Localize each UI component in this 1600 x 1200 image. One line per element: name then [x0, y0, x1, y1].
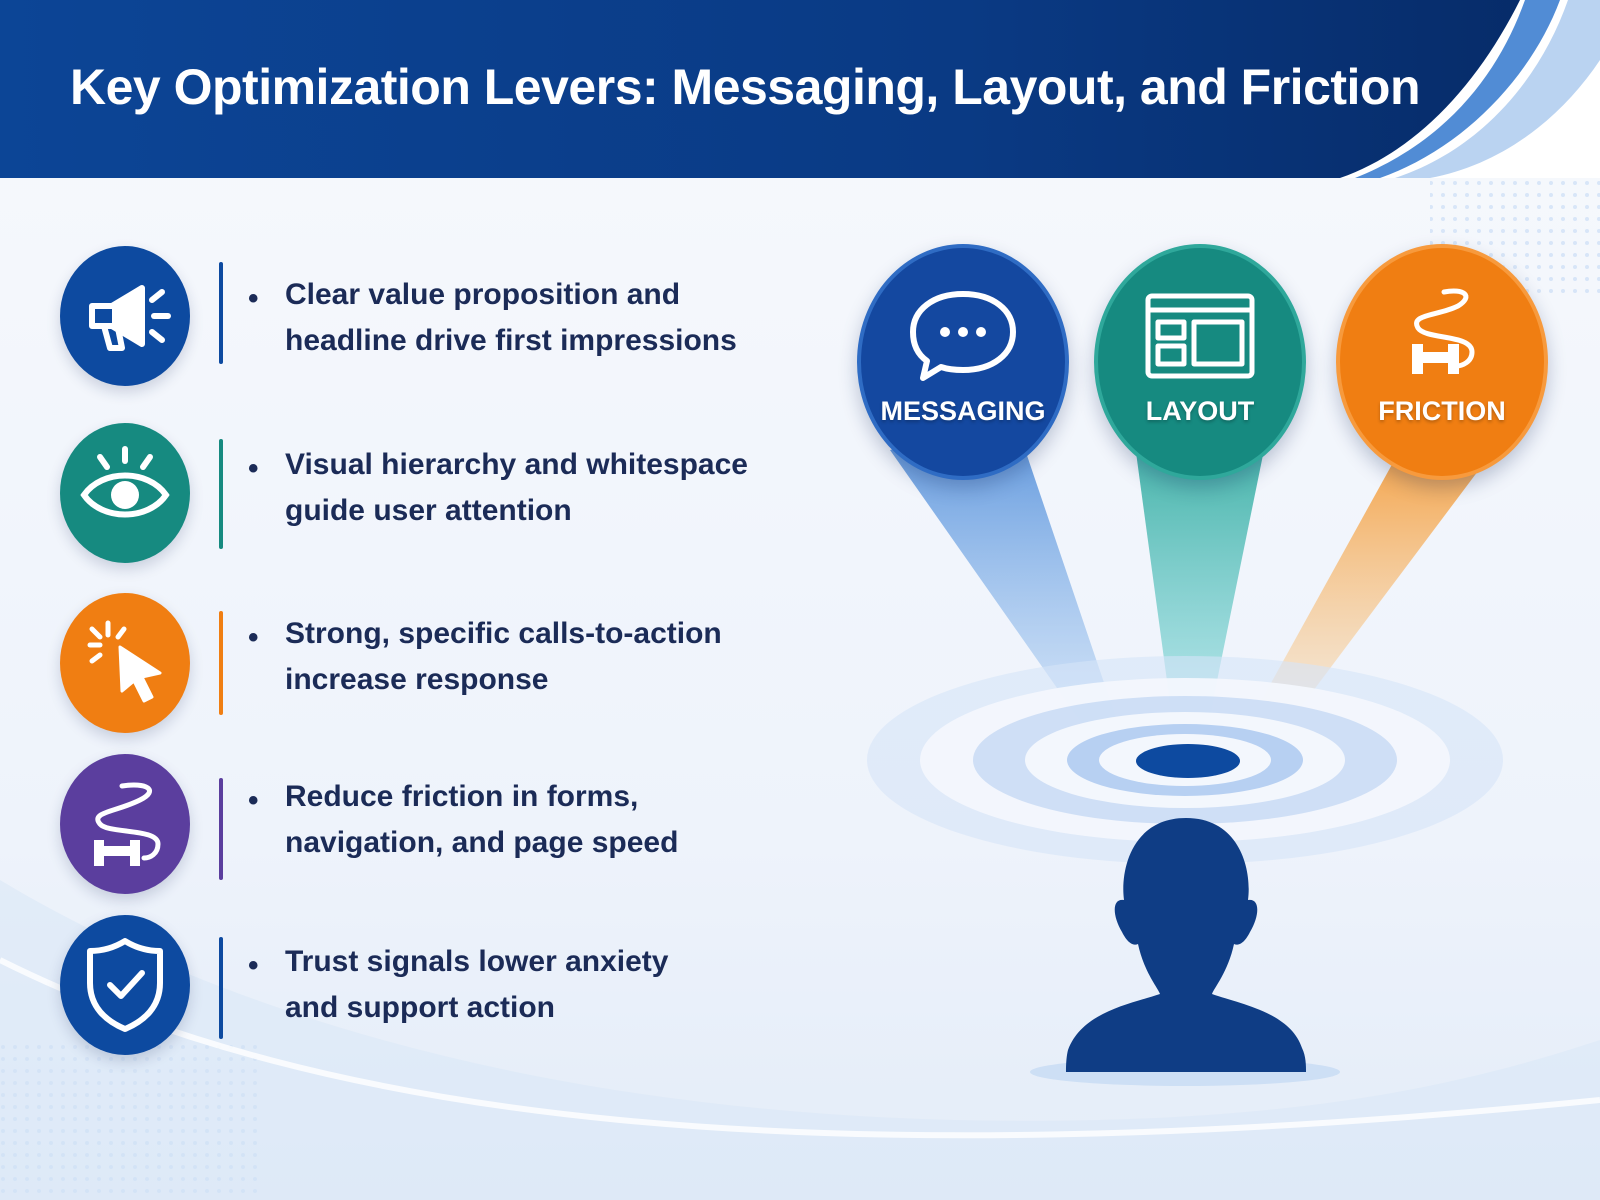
target-rings	[867, 656, 1503, 864]
messaging-beam	[890, 420, 1120, 735]
target-center	[1136, 744, 1240, 778]
bullet-marker: •	[248, 621, 259, 654]
lever-text: Clear value proposition and headline dri…	[285, 278, 737, 357]
lever-text: Trust signals lower anxiety and support …	[285, 945, 669, 1024]
user-silhouette-icon	[1030, 818, 1340, 1086]
bullet-marker: •	[248, 282, 259, 315]
bottom-swoosh	[0, 880, 1600, 1200]
header: Key Optimization Levers: Messaging, Layo…	[0, 0, 1600, 178]
node-label-messaging: MESSAGING	[880, 396, 1046, 426]
node-messaging: MESSAGING	[857, 244, 1069, 480]
friction-beam	[1245, 450, 1490, 735]
page-title: Key Optimization Levers: Messaging, Layo…	[70, 59, 1421, 115]
header-band	[0, 0, 1600, 178]
lever-item-messaging: • Clear value proposition and headline d…	[60, 246, 780, 396]
lever-divider	[219, 262, 223, 364]
bullet-marker: •	[248, 784, 259, 817]
lever-divider	[219, 937, 223, 1039]
bullet-marker: •	[248, 949, 259, 982]
lever-item-friction: • Reduce friction in forms, navigation, …	[60, 754, 780, 904]
lever-text: Reduce friction in forms, navigation, an…	[285, 780, 679, 859]
lever-text: Visual hierarchy and whitespace guide us…	[285, 448, 748, 527]
lever-item-visual-hierarchy: • Visual hierarchy and whitespace guide …	[60, 423, 780, 573]
shield-check-icon	[60, 915, 190, 1055]
bullet-marker: •	[248, 452, 259, 485]
lever-divider	[219, 611, 223, 715]
megaphone-icon	[60, 246, 190, 386]
lever-item-calls-to-action: • Strong, specific calls-to-action incre…	[60, 593, 780, 743]
layout-icon	[1145, 293, 1255, 379]
lever-divider	[219, 778, 223, 880]
node-label-friction: FRICTION	[1378, 396, 1506, 426]
cursor-click-icon	[60, 593, 190, 733]
lever-divider	[219, 439, 223, 549]
lever-text: Strong, specific calls-to-action increas…	[285, 617, 722, 696]
winding-path-icon	[60, 754, 190, 894]
eye-icon	[60, 423, 190, 563]
lever-item-trust: • Trust signals lower anxiety and suppor…	[60, 915, 780, 1065]
node-layout: LAYOUT	[1094, 244, 1306, 480]
winding-path-icon	[1412, 288, 1475, 374]
node-friction: FRICTION	[1336, 244, 1548, 480]
node-label-layout: LAYOUT	[1145, 396, 1255, 426]
chat-bubble-icon	[910, 291, 1016, 381]
